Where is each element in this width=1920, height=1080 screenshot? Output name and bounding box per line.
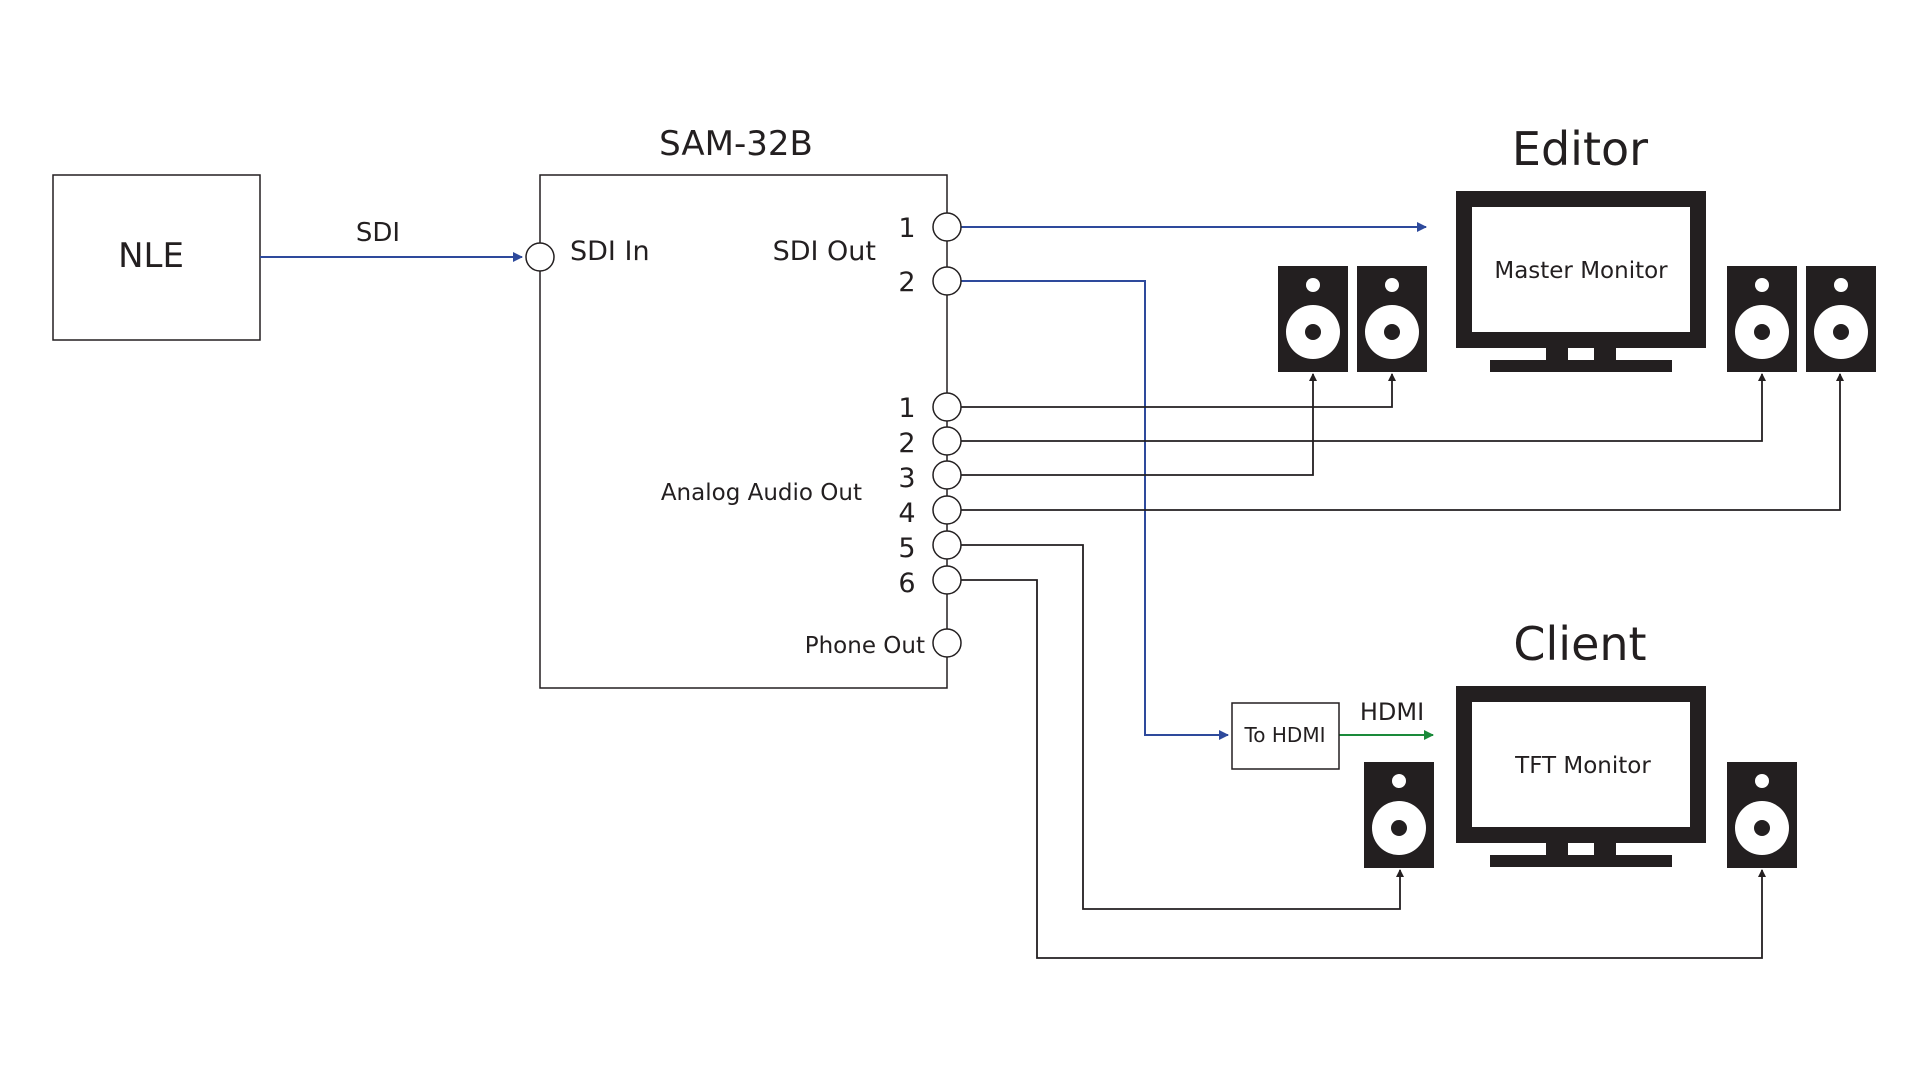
nle-box: NLE [52,174,261,341]
audio-port-4 [932,495,962,525]
editor-title: Editor [1512,122,1648,176]
client-title: Client [1513,617,1646,671]
sdi-out-port-1-label: 1 [898,213,915,244]
editor-speaker-4-icon [1806,266,1876,372]
audio-port-2 [932,426,962,456]
audio-2-cable [960,373,1766,442]
sdi-in-port [525,242,555,272]
client-speaker-1-icon [1364,762,1434,868]
audio-port-6 [932,565,962,595]
device-title: SAM-32B [659,124,813,164]
audio-6-cable [960,579,1766,959]
master-monitor-label: Master Monitor [1494,258,1668,284]
audio-port-1-label: 1 [898,393,915,424]
editor-speaker-2-icon [1357,266,1427,372]
analog-audio-out-label: Analog Audio Out [661,480,862,506]
sam-32b-device: SAM-32B SDI In SDI Out Analog Audio Out … [539,124,948,689]
audio-port-1 [932,392,962,422]
editor-speaker-3-icon [1727,266,1797,372]
audio-port-5-label: 5 [898,533,915,564]
audio-port-4-label: 4 [898,498,915,529]
sdi-in-label: SDI In [570,236,650,267]
phone-out-port [932,628,962,658]
audio-port-6-label: 6 [898,568,915,599]
audio-4-cable [960,373,1844,511]
tft-monitor-label: TFT Monitor [1514,753,1651,779]
sdi-out-label: SDI Out [773,236,876,267]
phone-out-label: Phone Out [805,633,925,659]
sdi-out-2-cable [960,280,1229,740]
hdmi-link-label: HDMI [1360,698,1424,726]
sdi-input-link: SDI [260,218,523,262]
tft-monitor: TFT Monitor [1456,686,1706,867]
sdi-out-port-1 [932,212,962,242]
audio-3-cable [960,373,1317,476]
audio-port-3 [932,460,962,490]
client-speaker-2-icon [1727,762,1797,868]
audio-1-cable [960,373,1396,408]
editor-speaker-1-icon [1278,266,1348,372]
converter-label: To HDMI [1243,723,1325,747]
to-hdmi-converter: To HDMI [1231,702,1340,770]
master-monitor: Master Monitor [1456,191,1706,372]
audio-5-cable [960,544,1404,910]
sdi-out-port-2-label: 2 [898,267,915,298]
audio-port-2-label: 2 [898,428,915,459]
nle-label: NLE [118,236,184,276]
sdi-out-port-2 [932,266,962,296]
audio-port-3-label: 3 [898,463,915,494]
audio-port-5 [932,530,962,560]
sdi-link-label: SDI [356,218,400,248]
